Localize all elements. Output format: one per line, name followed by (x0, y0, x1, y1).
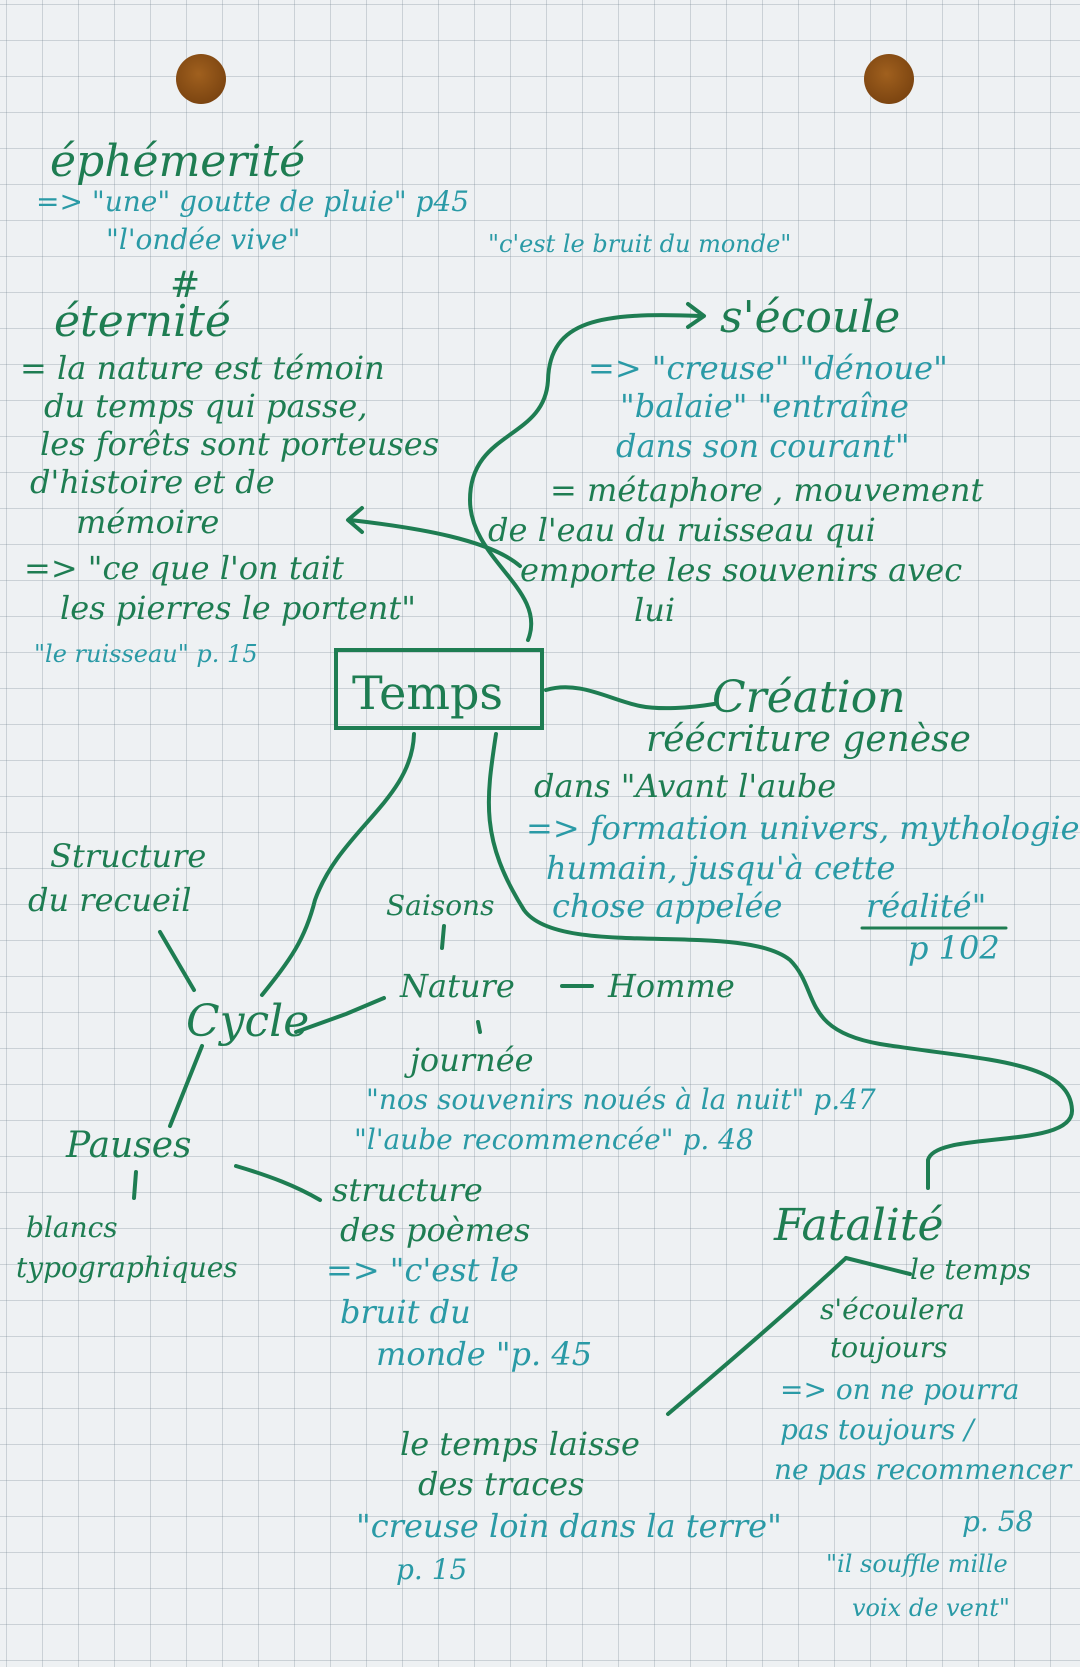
ephemerite-quote-1: => "une" goutte de pluie" p45 (36, 185, 470, 218)
fatalite-line-1: le temps (910, 1253, 1032, 1286)
eternite-line-4: d'histoire et de (30, 463, 275, 501)
structure-recueil-line-2: du recueil (28, 881, 192, 919)
cycle-title: Cycle (186, 996, 310, 1047)
fatalite-line-3: toujours (830, 1331, 948, 1364)
traces-page: p. 15 (396, 1553, 468, 1586)
fatalite-quote-2: pas toujours / (780, 1413, 974, 1446)
secoule-line-6: emporte les souvenirs avec (520, 551, 963, 589)
secoule-line-5: de l'eau du ruisseau qui (488, 511, 876, 549)
pauses-title: Pauses (66, 1125, 192, 1166)
link-cycle-pauses (168, 1044, 204, 1128)
secoule-title: s'écoule (720, 292, 901, 343)
link-structure-cycle (158, 930, 196, 992)
eternite-quote-1: => "ce que l'on tait (24, 549, 344, 587)
blancs-line-2: typographiques (16, 1251, 238, 1284)
link-temps-creation (544, 685, 716, 711)
fatalite-page: p. 58 (962, 1505, 1034, 1538)
eternite-line-1: = la nature est témoin (20, 349, 385, 387)
pauses-quote-3: monde "p. 45 (376, 1335, 593, 1373)
link-fatalite-traces (666, 1256, 848, 1416)
ephemerite-title: éphémerité (50, 136, 306, 187)
fatalite-title: Fatalité (774, 1200, 944, 1251)
fatalite-quote-5: voix de vent" (852, 1594, 1010, 1622)
link-pauses-structure (234, 1164, 322, 1202)
link-temps-secoule (468, 313, 702, 642)
eternite-quote-2: les pierres le portent" (60, 589, 416, 627)
creation-blue-line-3: chose appelée (552, 887, 783, 925)
ephemerite-eternite-separator: # (170, 265, 201, 306)
journee-label: journée (410, 1041, 534, 1079)
creation-title: Création (712, 672, 906, 723)
fatalite-quote-3: ne pas recommencer (774, 1453, 1072, 1486)
secoule-line-4: = métaphore , mouvement (550, 471, 984, 509)
journee-quote-2: "l'aube recommencée" p. 48 (354, 1123, 754, 1156)
link-nature-journee (476, 1020, 482, 1034)
link-temps-cycle (260, 732, 416, 997)
creation-line-2: dans "Avant l'aube (534, 767, 837, 805)
link-cycle-nature (294, 996, 386, 1034)
eternite-line-2: du temps qui passe, (44, 387, 368, 425)
secoule-line-1: => "creuse" "dénoue" (588, 349, 948, 387)
arrow-secoule-head (686, 302, 706, 329)
nature-label: Nature (400, 967, 515, 1005)
creation-page: p 102 (908, 929, 1000, 967)
fatalite-quote-4: "il souffle mille (826, 1550, 1008, 1578)
eternite-line-5: mémoire (76, 503, 220, 541)
blancs-line-1: blancs (26, 1211, 118, 1244)
homme-label: Homme (608, 967, 735, 1005)
structure-recueil-line-1: Structure (50, 837, 207, 875)
traces-line-1: le temps laisse (400, 1425, 640, 1463)
fatalite-quote-1: => on ne pourra (780, 1373, 1020, 1406)
creation-blue-line-2: humain, jusqu'à cette (546, 849, 896, 887)
ephemerite-quote-3: "c'est le bruit du monde" (488, 230, 792, 258)
eternite-source: "le ruisseau" p. 15 (34, 640, 258, 668)
fatalite-line-2: s'écoulera (820, 1293, 965, 1326)
pauses-quote-1: => "c'est le (326, 1251, 519, 1289)
creation-realite: réalité" (866, 887, 987, 925)
link-fatalite-letemps (844, 1256, 912, 1276)
link-temps-eternite (348, 518, 522, 568)
secoule-line-7: lui (634, 591, 676, 629)
secoule-line-2: "balaie" "entraîne (620, 387, 909, 425)
eternite-title: éternité (54, 296, 231, 347)
secoule-line-3: dans son courant" (616, 427, 910, 465)
journee-quote-1: "nos souvenirs noués à la nuit" p.47 (366, 1083, 876, 1116)
temps-center-box (334, 648, 544, 730)
ephemerite-quote-2: "l'ondée vive" (106, 223, 301, 256)
creation-line-1: réécriture genèse (646, 719, 971, 760)
creation-blue-line-1: => formation univers, mythologie (526, 809, 1080, 847)
traces-quote: "creuse loin dans la terre" (356, 1507, 782, 1545)
eternite-line-3: les forêts sont porteuses (40, 425, 440, 463)
temps-center-label: Temps (352, 666, 504, 720)
pauses-structure-line-1: structure (332, 1171, 483, 1209)
link-pauses-blancs (132, 1170, 138, 1200)
punch-hole-right (864, 54, 914, 104)
arrow-eternite-head (346, 506, 364, 534)
saisons-label: Saisons (386, 889, 495, 922)
traces-line-2: des traces (418, 1465, 585, 1503)
link-temps-fatalite (486, 732, 1075, 1190)
link-saisons-nature (440, 924, 446, 950)
pauses-quote-2: bruit du (340, 1293, 471, 1331)
punch-hole-left (176, 54, 226, 104)
pauses-structure-line-2: des poèmes (340, 1211, 531, 1249)
